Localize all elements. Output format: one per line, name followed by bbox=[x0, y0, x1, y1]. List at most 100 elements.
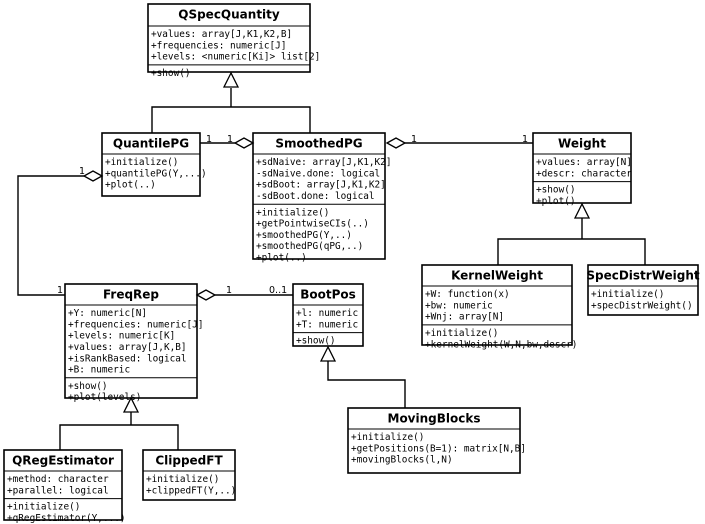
multiplicity-smoothedpg: 1 bbox=[227, 134, 233, 145]
class-attribute: +values: array[J,K,B] bbox=[68, 342, 187, 353]
class-qregestimator: QRegEstimator +method: character+parallel… bbox=[3, 449, 126, 524]
class-movingblocks: MovingBlocks+initialize()+getPositions(B… bbox=[347, 407, 526, 474]
assoc-line-freqrep-quantilepg bbox=[17, 175, 84, 296]
multiplicity-quantilepg: 1 bbox=[206, 134, 212, 145]
class-name: QuantilePG bbox=[113, 137, 189, 151]
class-method: +specDistrWeight() bbox=[591, 300, 693, 311]
inheritance-triangle-weight bbox=[573, 202, 591, 219]
class-method: +movingBlocks(l,N) bbox=[351, 455, 453, 466]
inherit-line-bootpos bbox=[327, 356, 406, 408]
inheritance-triangle-qspec bbox=[222, 71, 240, 88]
class-method: +clippedFT(Y,..) bbox=[146, 485, 236, 496]
multiplicity-smoothedpg-weight: 1 bbox=[411, 134, 417, 145]
aggregation-diamond-quantilepg bbox=[82, 170, 104, 182]
class-attribute: +bw: numeric bbox=[425, 300, 493, 311]
class-name: KernelWeight bbox=[451, 269, 543, 283]
class-method: +show() bbox=[296, 336, 336, 347]
class-attribute: +frequencies: numeric[J] bbox=[68, 319, 203, 330]
class-freqrep: FreqRep +Y: numeric[N]+frequencies: numer… bbox=[64, 283, 203, 403]
class-method: +show() bbox=[68, 381, 108, 392]
class-attribute: +W: function(x) bbox=[425, 289, 510, 300]
class-name: BootPos bbox=[300, 288, 356, 302]
multiplicity-labels: 1 1 1 1 1 1 1 0..1 bbox=[57, 134, 528, 296]
class-box bbox=[421, 264, 573, 346]
class-quantilepg: QuantilePG +initialize()+quantilePG(Y,...… bbox=[101, 132, 207, 197]
class-method: +initialize() bbox=[256, 207, 329, 218]
class-attribute: +values: array[J,K1,K2,B] bbox=[151, 29, 292, 40]
class-box bbox=[347, 407, 521, 474]
class-method: +initialize() bbox=[146, 474, 219, 485]
class-method: +plot(levels) bbox=[68, 392, 141, 403]
class-name: Weight bbox=[558, 137, 606, 151]
class-method: +initialize() bbox=[105, 157, 178, 168]
class-method: +plot(..) bbox=[105, 180, 156, 191]
class-attribute: -sdBoot.done: logical bbox=[256, 191, 375, 202]
class-name: SpecDistrWeight bbox=[586, 269, 700, 283]
inheritance-triangle-freqrep bbox=[122, 396, 140, 413]
class-method: +smoothedPG(Y,..) bbox=[256, 230, 352, 241]
class-qspec: QSpecQuantity +values: array[J,K1,K2,B]+f… bbox=[147, 3, 320, 79]
multiplicity-quantilepg-freqrep: 1 bbox=[79, 166, 85, 177]
class-name: QSpecQuantity bbox=[178, 8, 280, 22]
relationship-lines bbox=[17, 88, 646, 450]
class-box bbox=[3, 449, 123, 521]
class-attribute: +levels: numeric[K] bbox=[68, 331, 175, 342]
class-name: MovingBlocks bbox=[388, 412, 481, 426]
class-method: +plot() bbox=[536, 196, 576, 207]
class-method: +initialize() bbox=[351, 432, 424, 443]
class-attribute: +l: numeric bbox=[296, 308, 358, 319]
multiplicity-bootpos: 0..1 bbox=[269, 285, 287, 296]
inherit-line-quantilepg bbox=[151, 106, 311, 133]
class-box bbox=[587, 264, 699, 316]
class-method: +plot(..) bbox=[256, 253, 307, 264]
aggregation-diamond-smoothedpg bbox=[233, 137, 255, 149]
multiplicity-weight: 1 bbox=[522, 134, 528, 145]
class-attribute: +Y: numeric[N] bbox=[68, 308, 147, 319]
class-attribute: +levels: <numeric[Ki]> list[2] bbox=[151, 52, 320, 63]
class-name: QRegEstimator bbox=[12, 454, 114, 468]
class-box bbox=[532, 132, 632, 204]
class-box bbox=[101, 132, 201, 197]
inherit-line-weight bbox=[497, 238, 646, 265]
class-attribute: +isRankBased: logical bbox=[68, 353, 187, 364]
class-attribute: +method: character bbox=[7, 474, 109, 485]
class-name: FreqRep bbox=[103, 288, 159, 302]
class-method: +qRegEstimator(Y,...) bbox=[7, 513, 126, 524]
class-kernelweight: KernelWeight+W: function(x)+bw: numeric+… bbox=[421, 264, 577, 350]
class-method: +show() bbox=[151, 68, 191, 79]
class-specdistrweight: SpecDistrWeight +initialize()+specDistrWe… bbox=[586, 264, 700, 316]
class-boxes: QSpecQuantity+values: array[J,K1,K2,B]+f… bbox=[3, 3, 700, 524]
class-method: +getPointwiseCIs(..) bbox=[256, 219, 369, 230]
inheritance-triangle-bootpos bbox=[319, 345, 337, 362]
inherit-line-freqrep bbox=[59, 424, 179, 450]
aggregation-diamond-smoothedpg-weight bbox=[385, 137, 407, 149]
class-method: +kernelWeight(W,N,bw,descr) bbox=[425, 339, 577, 350]
relationship-markers bbox=[82, 71, 591, 413]
class-attribute: +Wnj: array[N] bbox=[425, 312, 504, 323]
class-clippedft: ClippedFT +initialize()+clippedFT(Y,..) bbox=[142, 449, 236, 501]
class-method: +initialize() bbox=[591, 289, 664, 300]
class-attribute: +sdNaive: array[J,K1,K2] bbox=[256, 157, 391, 168]
class-method: +initialize() bbox=[7, 502, 80, 513]
class-attribute: +frequencies: numeric[J] bbox=[151, 40, 286, 51]
class-attribute: +sdBoot: array[J,K1,K2] bbox=[256, 180, 386, 191]
class-name: ClippedFT bbox=[155, 454, 223, 468]
class-attribute: +parallel: logical bbox=[7, 485, 109, 496]
multiplicity-freqrep: 1 bbox=[57, 285, 63, 296]
class-method: +initialize() bbox=[425, 328, 498, 339]
class-weight: Weight +values: array[N]+descr: character… bbox=[532, 132, 632, 207]
multiplicity-freqrep-bootpos: 1 bbox=[226, 285, 232, 296]
class-method: +smoothedPG(qPG,..) bbox=[256, 241, 363, 252]
class-attribute: -sdNaive.done: logical bbox=[256, 168, 380, 179]
class-attribute: +descr: character bbox=[536, 168, 632, 179]
class-method: +quantilePG(Y,...) bbox=[105, 168, 207, 179]
class-attribute: +B: numeric bbox=[68, 365, 130, 376]
class-method: +show() bbox=[536, 185, 576, 196]
class-box bbox=[142, 449, 236, 501]
class-name: SmoothedPG bbox=[275, 137, 362, 151]
class-smoothedpg: SmoothedPG +sdNaive: array[J,K1,K2]-sdNai… bbox=[252, 132, 391, 264]
class-bootpos: BootPos+l: numeric+T: numeric+show() bbox=[292, 283, 364, 347]
class-box bbox=[292, 283, 364, 347]
class-attribute: +values: array[N] bbox=[536, 157, 632, 168]
